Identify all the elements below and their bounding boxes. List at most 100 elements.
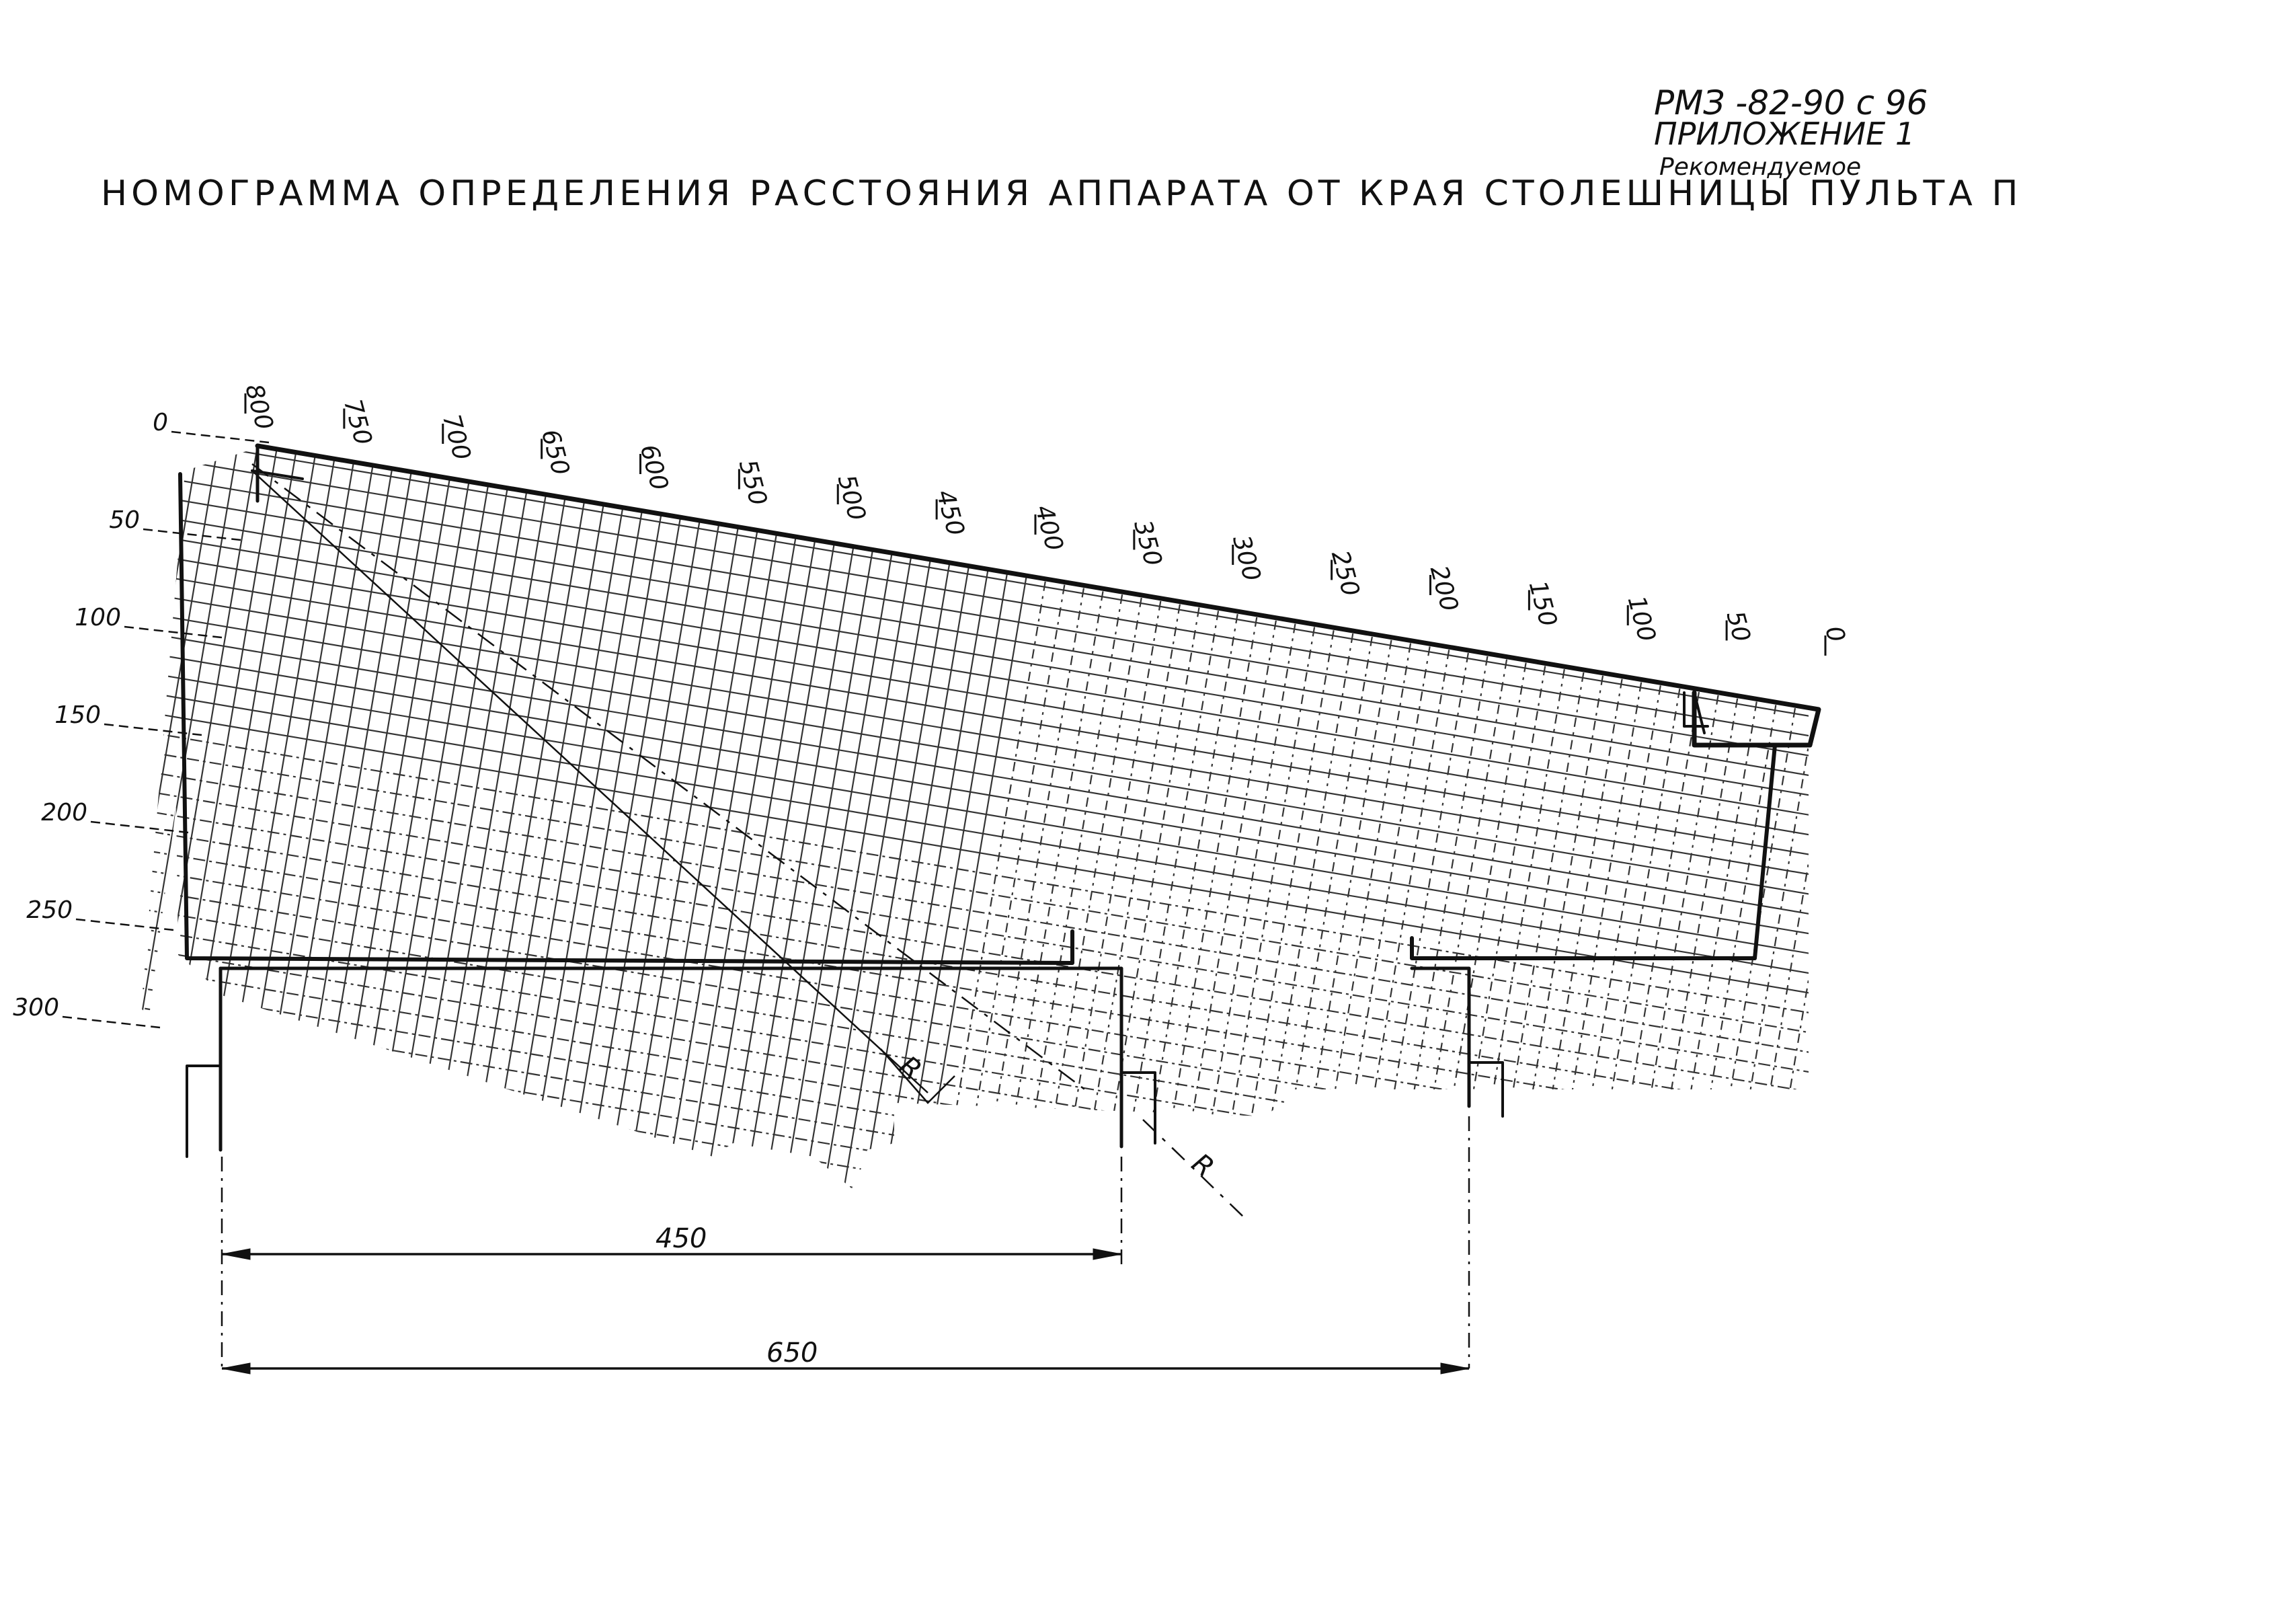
- grid-line-v: [496, 447, 666, 1190]
- radius-line-3: [1142, 1119, 1244, 1218]
- grid-line-v: [1322, 517, 1492, 1190]
- dim-label-650: 650: [766, 1338, 818, 1368]
- grid-line-v: [822, 447, 992, 1190]
- arrow-650-left: [221, 1362, 251, 1375]
- dim-label-450: 450: [656, 1223, 707, 1254]
- grid-line-v: [419, 447, 588, 1190]
- grid-line-v: [534, 447, 704, 1190]
- rear-panel-top: [1410, 966, 1471, 1108]
- left-scale-label: 150: [54, 701, 101, 729]
- left-scale-leader: [124, 625, 223, 639]
- grid-field: [0, 278, 1991, 1596]
- top-scale-label: 600: [635, 442, 673, 494]
- grid-line-h: [141, 581, 1809, 941]
- grid-line-v: [880, 447, 1050, 1190]
- grid-line-v: [918, 449, 1088, 1190]
- grid-line-h: [141, 485, 1809, 845]
- grid-line-v: [457, 447, 627, 1190]
- grid-line-v: [1265, 508, 1435, 1190]
- grid-line-h: [141, 562, 1809, 922]
- document-code: РМЗ -82-90 с 96: [1654, 83, 1928, 122]
- grid-line-v: [1130, 485, 1300, 1190]
- grid-line-h: [141, 831, 1809, 1190]
- grid-line-v: [861, 447, 1031, 1190]
- top-scale-label: 700: [437, 412, 475, 463]
- top-scale-label: 550: [734, 457, 772, 508]
- recommended-label: Рекомендуемое: [1659, 153, 1861, 181]
- leg-mid: [1120, 1071, 1156, 1145]
- grid-line-v: [746, 447, 916, 1190]
- arrow-450-left: [221, 1248, 251, 1260]
- grid-line-v: [1745, 588, 1809, 1190]
- grid-line-v: [141, 447, 165, 1190]
- grid-line-v: [0, 278, 69, 1272]
- grid-line-h: [141, 869, 1809, 1190]
- grid-line-v: [1418, 533, 1588, 1190]
- grid-line-v: [1187, 494, 1357, 1190]
- corner-detail-left-tab: [251, 469, 304, 480]
- grid-line-v: [1245, 504, 1415, 1190]
- grid-line-h: [141, 1042, 1809, 1190]
- grid-line-h: [141, 523, 1809, 884]
- grid-line-v: [726, 447, 896, 1190]
- grid-line-h: [141, 1120, 1809, 1190]
- grid-line-v: [399, 447, 569, 1190]
- grid-line-h: [141, 1100, 1809, 1190]
- grid-line-v: [141, 447, 223, 1190]
- grid-line-v: [688, 447, 858, 1190]
- grid-line-h: [141, 697, 1809, 1056]
- grid-line-h: [141, 812, 1809, 1172]
- grid-line-v: [1610, 566, 1780, 1190]
- grid-line-h: [141, 504, 1809, 864]
- grid-line-v: [1283, 511, 1454, 1190]
- grid-line-h: [141, 927, 1809, 1190]
- grid-line-v: [141, 447, 281, 1190]
- grid-line-v: [1706, 582, 1809, 1190]
- grid-line-h: [141, 619, 1809, 980]
- top-scale-label: 250: [1326, 547, 1364, 599]
- grid-line-h: [141, 447, 1809, 769]
- left-scale-label: 250: [26, 896, 73, 924]
- grid-line-v: [842, 447, 1012, 1190]
- grid-line-v: [1303, 514, 1473, 1190]
- radius-lines: [251, 463, 1244, 1218]
- grid-line-v: [141, 447, 185, 1190]
- grid-line-v: [515, 447, 684, 1190]
- radius-label-2: R: [1186, 1148, 1220, 1184]
- grid-line-v: [1399, 531, 1569, 1190]
- grid-line-v: [553, 447, 723, 1190]
- grid-line-h: [141, 447, 1809, 787]
- top-scale-label: 150: [1523, 578, 1562, 629]
- radius-box: [880, 1048, 955, 1104]
- top-scale-label: 100: [1622, 593, 1661, 645]
- grid-line-v: [1091, 478, 1261, 1190]
- left-scale-label: 100: [75, 604, 121, 631]
- front-panel: [219, 966, 1123, 1149]
- grid-line-v: [1803, 598, 1809, 1190]
- grid-line-v: [668, 447, 838, 1190]
- grid-line-h: [141, 1158, 1809, 1190]
- grid-line-v: [1476, 543, 1646, 1190]
- grid-line-v: [764, 447, 935, 1190]
- grid-line-h: [141, 1081, 1809, 1190]
- grid-line-h: [141, 773, 1809, 1134]
- grid-line-v: [1495, 547, 1665, 1190]
- grid-line-v: [707, 447, 877, 1190]
- grid-line-v: [1572, 559, 1742, 1190]
- desk-outline: [178, 443, 1821, 1158]
- left-scale-leader: [104, 723, 202, 736]
- grid-line-v: [0, 284, 107, 1278]
- grid-line-v: [1630, 569, 1800, 1190]
- grid-line-v: [1823, 602, 1991, 1596]
- grid-line-v: [1591, 563, 1761, 1190]
- left-scale-leader: [75, 918, 174, 931]
- grid-line-v: [1361, 524, 1531, 1190]
- grid-line-h: [141, 639, 1809, 999]
- grid-line-v: [1764, 592, 1809, 1190]
- grid-line-h: [141, 465, 1809, 826]
- grid-line-h: [141, 908, 1809, 1190]
- grid-line-h: [141, 946, 1809, 1190]
- top-scale-label: 300: [1227, 533, 1265, 584]
